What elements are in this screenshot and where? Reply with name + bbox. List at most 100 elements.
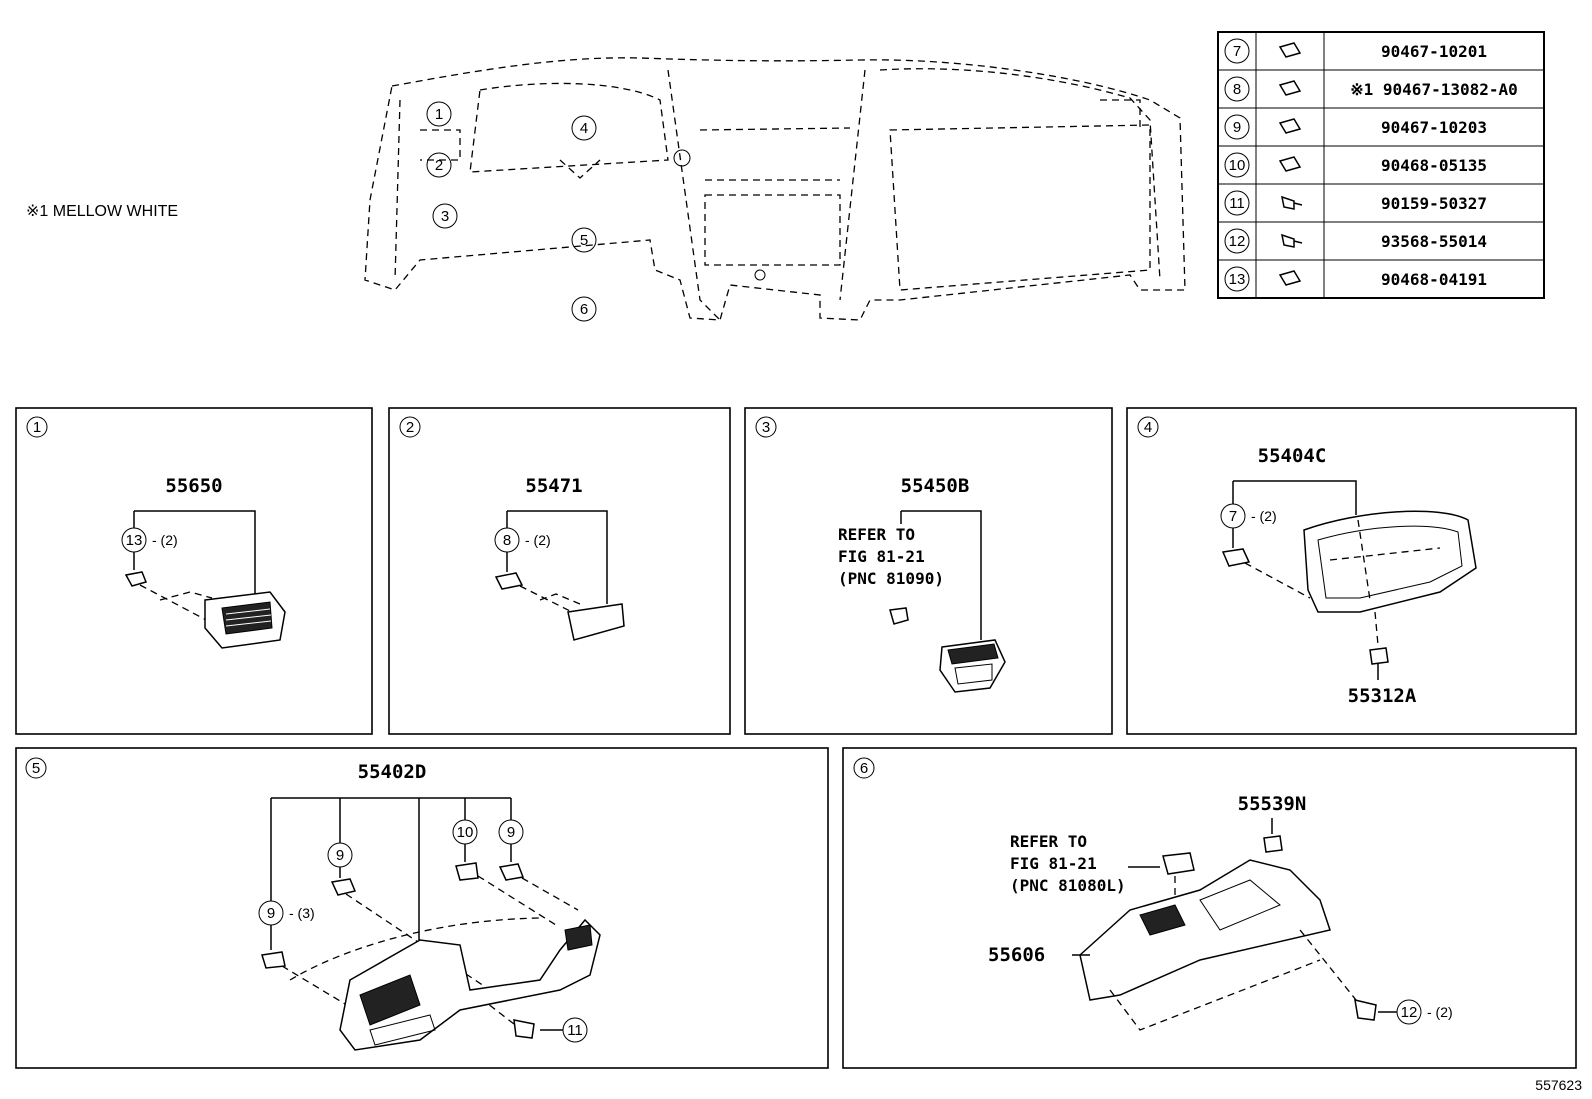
panel-6-content: 55539N REFER TO FIG 81-21 (PNC 81080L) 5… (988, 793, 1453, 1031)
svg-text:2: 2 (406, 419, 414, 436)
clip-icon (261, 951, 286, 969)
callout-9: 9 (336, 847, 344, 864)
air-vent-icon (204, 591, 286, 649)
screw-icon (1354, 999, 1377, 1021)
svg-text:- (3): - (3) (289, 905, 315, 921)
svg-text:FIG 81-21: FIG 81-21 (1010, 854, 1097, 873)
part-number: ※1 90467-13082-A0 (1350, 80, 1518, 99)
trim-panel-icon (567, 603, 625, 641)
color-note: ※1 MELLOW WHITE (26, 203, 178, 220)
nut-clip-icon (455, 862, 479, 881)
item-number: 13 (1229, 271, 1246, 288)
overview-callout-4: 4 (580, 120, 588, 137)
svg-text:REFER TO: REFER TO (838, 525, 915, 544)
panel-5-frame (15, 747, 829, 1069)
clip-icon (1221, 548, 1251, 567)
part-number-55312A: 55312A (1348, 685, 1417, 707)
part-number-55471: 55471 (525, 475, 582, 497)
callout-9: 9 (267, 905, 275, 922)
clip-icon (330, 878, 357, 896)
panel-4-content: 55404C 7 - (2) 55312A (1220, 445, 1477, 707)
overview-callout-2: 2 (435, 157, 443, 174)
part-number: 90159-50327 (1381, 194, 1487, 213)
panel-4-frame (1126, 407, 1577, 735)
callout-10: 10 (457, 824, 474, 841)
svg-text:4: 4 (1144, 419, 1152, 436)
item-number: 8 (1233, 81, 1241, 98)
overview-callout-circle (426, 152, 452, 178)
overview-callout-3: 3 (441, 208, 449, 225)
overview-callout-circle (571, 296, 597, 322)
panel-2-content: 55471 8 - (2) (494, 475, 625, 641)
item-number: 11 (1229, 195, 1245, 212)
panel-6-frame (842, 747, 1577, 1069)
instrument-cluster-hood-icon (1303, 510, 1477, 613)
item-number-circle (1224, 152, 1250, 178)
item-number: 12 (1229, 233, 1246, 250)
part-number: 90468-04191 (1381, 270, 1487, 289)
item-number-circle (1224, 228, 1250, 254)
connector-icon (1162, 852, 1195, 875)
clip-icon (1278, 80, 1302, 96)
svg-text:(PNC 81080L): (PNC 81080L) (1010, 876, 1126, 895)
table-row: 8 ※1 90467-13082-A0 (1218, 69, 1544, 102)
table-row: 9 90467-10203 (1218, 107, 1544, 140)
svg-text:REFER TO: REFER TO (1010, 832, 1087, 851)
connector-icon (889, 607, 909, 625)
part-number: 90467-10201 (1381, 42, 1487, 61)
part-number: 90467-10203 (1381, 118, 1487, 137)
panel-3-frame (744, 407, 1113, 735)
clip-icon (1278, 42, 1302, 58)
part-number-55539N: 55539N (1238, 793, 1307, 815)
clip-icon (1263, 835, 1283, 853)
overview-callout-1: 1 (435, 106, 443, 123)
panel-5-content: 55402D 9 10 9 9 - (3) 11 (258, 761, 601, 1051)
part-number-55402D: 55402D (358, 761, 427, 783)
panel-index-4: 4 (1137, 416, 1159, 438)
switch-module-icon (939, 639, 1006, 693)
svg-text:FIG 81-21: FIG 81-21 (838, 547, 925, 566)
item-number-circle (1224, 190, 1250, 216)
svg-text:- (2): - (2) (152, 532, 178, 548)
screw-icon (1281, 195, 1303, 210)
table-row: 11 90159-50327 (1218, 183, 1544, 216)
svg-text:5: 5 (32, 760, 40, 777)
item-number-circle (1224, 266, 1250, 292)
clip-icon (1278, 118, 1302, 134)
clip-icon (1369, 647, 1389, 665)
item-number-circle (1224, 76, 1250, 102)
dashboard-overview (364, 57, 1186, 321)
svg-text:(PNC 81090): (PNC 81090) (838, 569, 944, 588)
svg-text:3: 3 (762, 419, 770, 436)
item-number: 9 (1233, 119, 1241, 136)
svg-text:6: 6 (860, 760, 868, 777)
part-number: 93568-55014 (1381, 232, 1487, 251)
screw-icon (1281, 233, 1303, 248)
table-row: 12 93568-55014 (1218, 221, 1544, 254)
callout-8: 8 (503, 532, 511, 549)
clip-icon (124, 571, 148, 587)
svg-text:1: 1 (33, 419, 41, 436)
screw-icon (513, 1019, 535, 1039)
callout-9: 9 (507, 824, 515, 841)
panel-3-content: 55450B REFER TO FIG 81-21 (PNC 81090) (838, 475, 1006, 693)
callout-12: 12 (1401, 1004, 1418, 1021)
part-number-55606: 55606 (988, 944, 1045, 966)
lower-cover-icon (1079, 859, 1331, 1001)
svg-text:- (2): - (2) (525, 532, 551, 548)
lower-instrument-panel-icon (339, 918, 601, 1051)
clip-icon (494, 572, 524, 590)
clip-icon (498, 863, 525, 881)
overview-callout-circle (571, 115, 597, 141)
clip-icon (1278, 270, 1302, 286)
panel-index-6: 6 (853, 757, 875, 779)
part-number-55404C: 55404C (1258, 445, 1327, 467)
panel-1-content: 55650 13 - (2) (121, 475, 286, 649)
overview-callout-circle (571, 227, 597, 253)
panel-2-frame (388, 407, 731, 735)
